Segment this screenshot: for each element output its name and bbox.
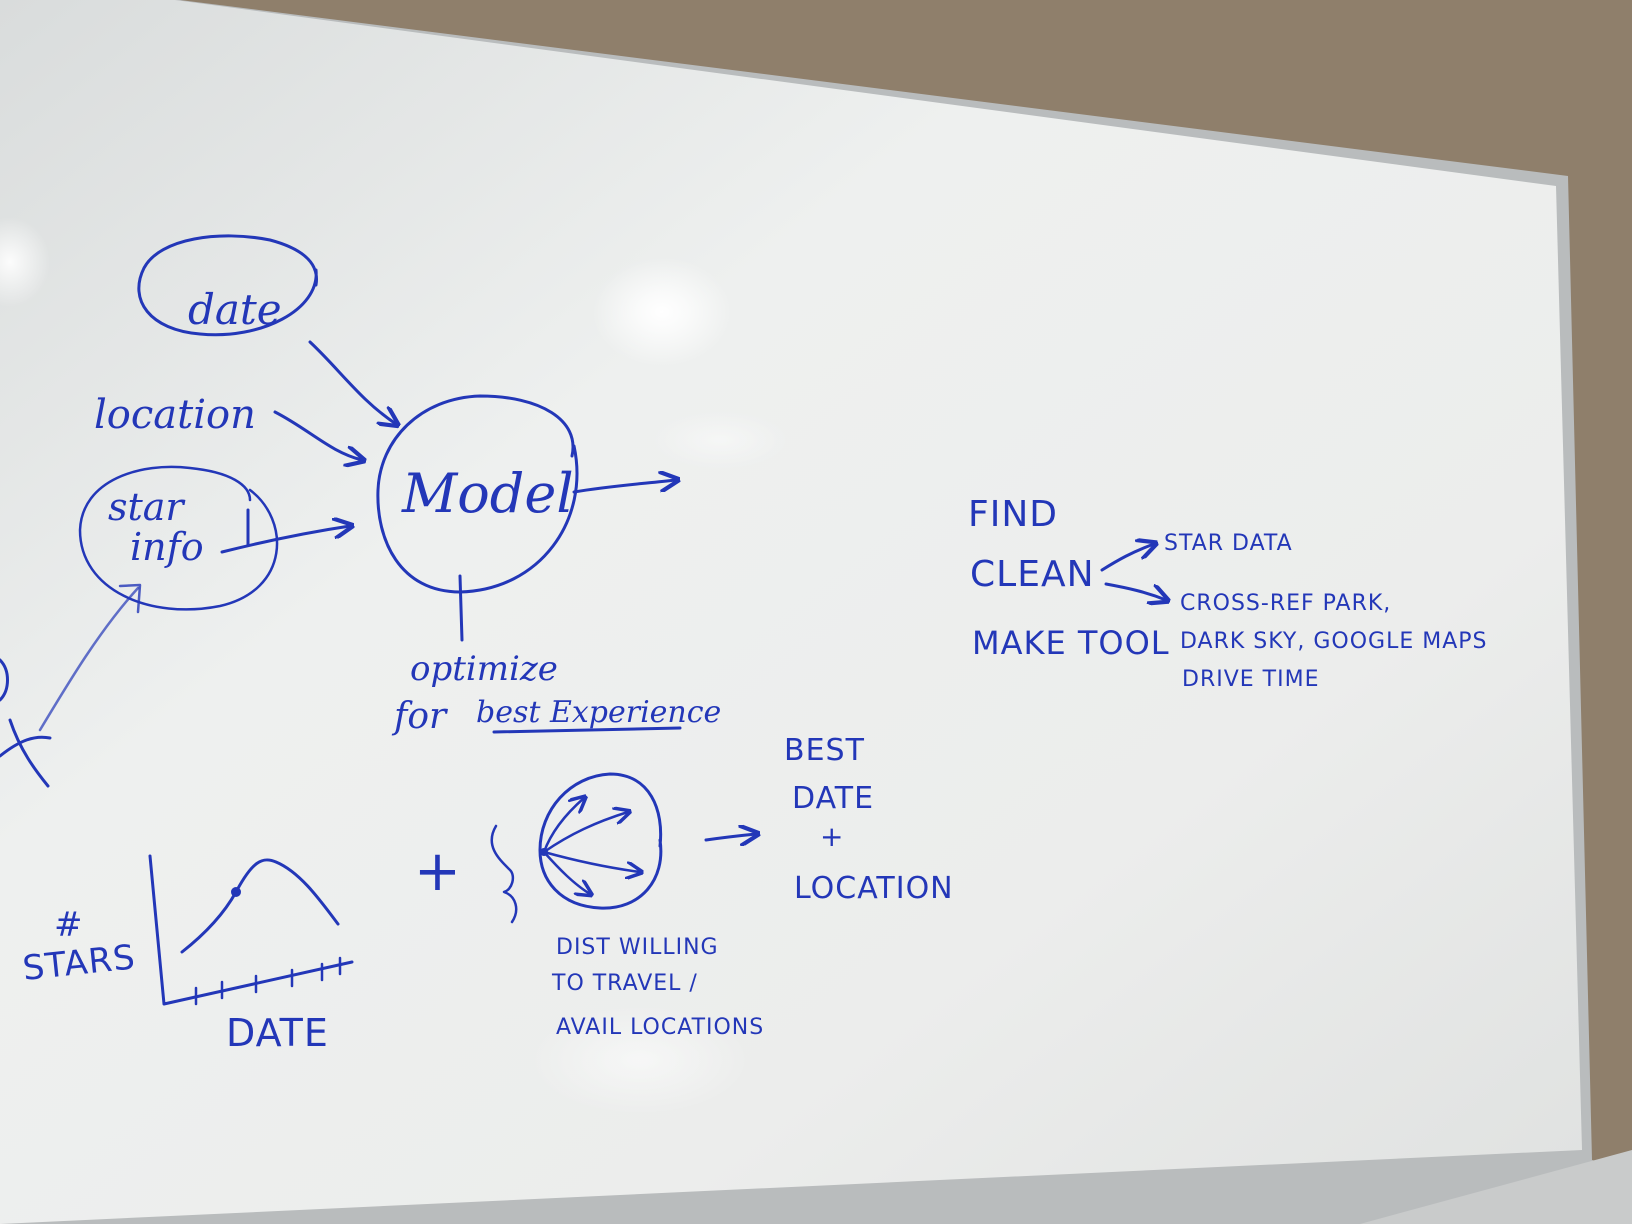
arrow-clean-to-star-data	[1100, 544, 1154, 572]
arrow-to-result	[704, 834, 756, 840]
best-experience-underline	[492, 726, 682, 734]
model-circle	[376, 394, 579, 594]
model-diagram: date location star info Model optimize f…	[0, 234, 721, 788]
graph-y-label-line1: #	[54, 905, 84, 945]
result-line2: DATE	[792, 781, 874, 816]
light-glare	[592, 257, 732, 367]
model-to-optimize-line	[458, 574, 464, 642]
optimize-line2-emphasis: best Experience	[476, 695, 721, 730]
distance-diagram: DIST WILLING TO TRAVEL / AVAIL LOCATIONS	[490, 772, 764, 1040]
radial-arrows	[542, 798, 640, 894]
task-star-data: STAR DATA	[1164, 531, 1293, 556]
distance-note-line1: DIST WILLING	[556, 935, 719, 960]
star-info-ellipse	[78, 465, 279, 611]
stars-graph: # STARS DATE	[21, 854, 354, 1055]
origin-point	[540, 848, 548, 856]
result-line4: LOCATION	[794, 871, 954, 906]
arrow-clean-to-cross-ref	[1104, 582, 1166, 600]
light-glare-mid	[650, 410, 790, 470]
arrow-model-out	[572, 480, 676, 494]
date-ellipse	[137, 234, 318, 337]
light-glare-lower	[530, 1005, 750, 1115]
result-line1: BEST	[784, 733, 865, 768]
arrow-date-to-model	[308, 340, 396, 424]
task-list: FIND CLEAN MAKE TOOL STAR DATA CROSS-REF…	[968, 494, 1487, 692]
partial-arrow-to-star-info	[38, 586, 140, 732]
graph-x-label: DATE	[226, 1011, 329, 1055]
arrow-location-to-model	[273, 410, 362, 460]
arrow-starinfo-to-model	[220, 526, 350, 554]
task-make-tool: MAKE TOOL	[972, 624, 1170, 662]
marker-tray	[1360, 1150, 1632, 1224]
optimize-line1: optimize	[410, 649, 558, 689]
task-clean: CLEAN	[970, 554, 1095, 595]
light-glare-small	[0, 217, 50, 307]
edge-scribble	[0, 658, 52, 788]
optimize-line2-prefix: for	[391, 696, 448, 737]
task-cross-ref-line2: DARK SKY, GOOGLE MAPS	[1180, 629, 1487, 654]
distance-note-line2: TO TRAVEL /	[551, 971, 698, 996]
distance-circle	[538, 772, 663, 910]
plus-sign: +	[414, 839, 461, 904]
task-cross-ref-line1: CROSS-REF PARK,	[1180, 591, 1391, 616]
graph-axes	[148, 854, 354, 1006]
date-label: date	[188, 285, 282, 334]
graph-point	[231, 887, 241, 897]
task-find: FIND	[968, 494, 1058, 535]
task-cross-ref-line3: DRIVE TIME	[1182, 667, 1319, 692]
graph-curve	[180, 858, 340, 954]
x-axis-ticks	[194, 956, 342, 1006]
star-info-line2: info	[130, 525, 204, 569]
result-block: BEST DATE + LOCATION	[784, 733, 954, 906]
curly-brace	[490, 824, 518, 924]
location-label: location	[94, 392, 256, 438]
distance-note-line3: AVAIL LOCATIONS	[556, 1015, 764, 1040]
result-line3: +	[820, 820, 844, 853]
model-label: Model	[401, 462, 574, 525]
star-info-line1: star	[108, 485, 186, 529]
whiteboard-surface	[0, 0, 1582, 1224]
